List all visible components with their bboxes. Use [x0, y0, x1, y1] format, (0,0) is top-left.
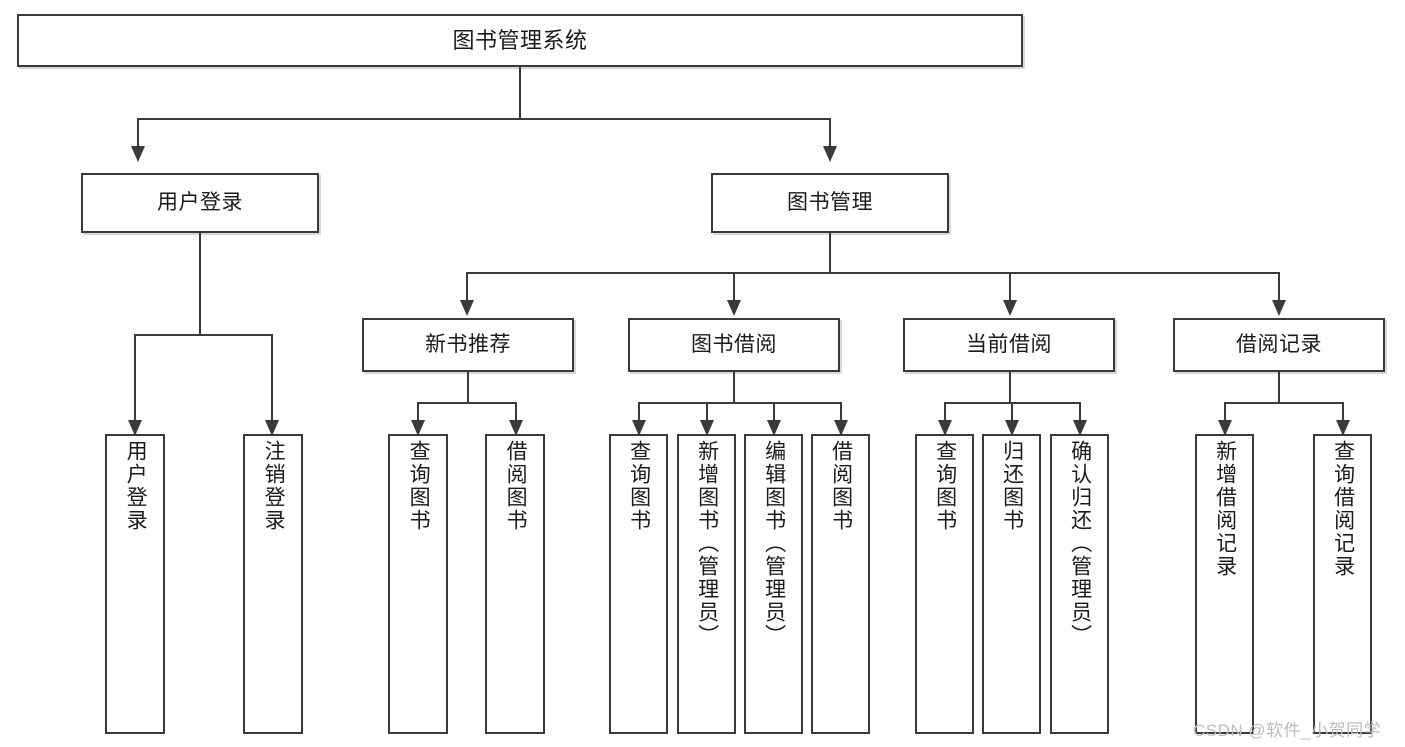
- connector-drop-br-query: [1342, 402, 1344, 420]
- arrow-to-new-book: [460, 300, 474, 316]
- node-label: 图书管理: [787, 190, 873, 214]
- arrow-to-br-query: [1336, 420, 1350, 436]
- leaf-label: 新增图书（管理员）: [695, 440, 719, 647]
- leaf-label: 查询借阅记录: [1331, 440, 1355, 578]
- leaf-label: 借阅图书: [504, 440, 528, 532]
- leaf-bb-borrow-book[interactable]: 借阅图书: [811, 434, 870, 734]
- leaf-bb-query-book[interactable]: 查询图书: [609, 434, 668, 734]
- arrow-to-bb-add: [700, 420, 714, 436]
- connector-drop-cb-confirm: [1079, 402, 1081, 420]
- arrow-to-borrow-record: [1272, 300, 1286, 316]
- node-book-borrow[interactable]: 图书借阅: [628, 318, 840, 372]
- leaf-nb-query-book[interactable]: 查询图书: [388, 434, 448, 734]
- connector-current-borrow-stem: [1009, 372, 1011, 403]
- node-label: 借阅记录: [1236, 332, 1322, 356]
- node-borrow-record[interactable]: 借阅记录: [1173, 318, 1385, 372]
- arrow-to-nb-query: [411, 420, 425, 436]
- node-user-login[interactable]: 用户登录: [81, 173, 319, 233]
- leaf-br-add-record[interactable]: 新增借阅记录: [1195, 434, 1254, 734]
- node-label: 用户登录: [157, 190, 243, 214]
- arrow-to-current-borrow: [1003, 300, 1017, 316]
- connector-drop-nb-borrow: [515, 402, 517, 420]
- connector-root-bus: [137, 118, 831, 120]
- connector-borrow-record-bus: [1224, 402, 1342, 404]
- connector-drop-cb-query: [944, 402, 946, 420]
- connector-drop-leaf-user-login: [134, 334, 136, 420]
- connector-drop-bb-query: [638, 402, 640, 420]
- leaf-label: 归还图书: [1000, 440, 1024, 532]
- arrow-to-cb-confirm: [1073, 420, 1087, 436]
- node-label: 图书借阅: [691, 332, 777, 356]
- connector-book-mgmt-stem: [829, 233, 831, 273]
- leaf-label: 查询图书: [407, 440, 431, 532]
- connector-drop-user-login: [137, 118, 139, 146]
- leaf-label: 查询图书: [627, 440, 651, 532]
- leaf-bb-add-book[interactable]: 新增图书（管理员）: [677, 434, 736, 734]
- arrow-to-cb-return: [1005, 420, 1019, 436]
- arrow-to-nb-borrow: [509, 420, 523, 436]
- connector-new-book-bus: [417, 402, 517, 404]
- connector-drop-br-add: [1224, 402, 1226, 420]
- arrow-to-leaf-logout: [265, 420, 279, 436]
- arrow-to-book-borrow: [727, 300, 741, 316]
- arrow-to-bb-edit: [767, 420, 781, 436]
- leaf-label: 用户登录: [124, 440, 148, 532]
- arrow-to-user-login: [131, 146, 145, 162]
- arrow-to-cb-query: [938, 420, 952, 436]
- connector-user-login-bus: [134, 334, 271, 336]
- connector-book-borrow-stem: [733, 372, 735, 403]
- leaf-label: 借阅图书: [829, 440, 853, 532]
- csdn-watermark: CSDN @软件_小贺同学: [1193, 721, 1382, 740]
- leaf-cb-query-book[interactable]: 查询图书: [915, 434, 974, 734]
- arrow-to-bb-query: [632, 420, 646, 436]
- node-label: 新书推荐: [425, 332, 511, 356]
- connector-drop-cb-return: [1011, 402, 1013, 420]
- node-current-borrow[interactable]: 当前借阅: [903, 318, 1115, 372]
- connector-drop-bb-lend: [840, 402, 842, 420]
- connector-drop-nb-query: [417, 402, 419, 420]
- arrow-to-bb-lend: [834, 420, 848, 436]
- leaf-cb-return-book[interactable]: 归还图书: [982, 434, 1041, 734]
- node-root-system[interactable]: 图书管理系统: [17, 14, 1023, 67]
- leaf-label: 确认归还（管理员）: [1068, 440, 1092, 647]
- leaf-label: 查询图书: [933, 440, 957, 532]
- arrow-to-br-add: [1218, 420, 1232, 436]
- connector-drop-book-borrow: [733, 272, 735, 300]
- leaf-cb-confirm-return[interactable]: 确认归还（管理员）: [1050, 434, 1109, 734]
- leaf-nb-borrow-book[interactable]: 借阅图书: [485, 434, 545, 734]
- connector-book-mgmt-bus: [466, 272, 1280, 274]
- arrow-to-book-mgmt: [823, 146, 837, 162]
- leaf-label: 注销登录: [262, 440, 286, 532]
- connector-drop-current-borrow: [1009, 272, 1011, 300]
- connector-new-book-stem: [467, 372, 469, 403]
- connector-drop-borrow-record: [1278, 272, 1280, 300]
- connector-borrow-record-stem: [1278, 372, 1280, 403]
- leaf-user-login[interactable]: 用户登录: [105, 434, 165, 734]
- leaf-br-query-record[interactable]: 查询借阅记录: [1313, 434, 1372, 734]
- connector-drop-leaf-logout: [271, 334, 273, 420]
- leaf-logout[interactable]: 注销登录: [243, 434, 303, 734]
- connector-root-stem: [519, 67, 521, 119]
- node-new-book-recommend[interactable]: 新书推荐: [362, 318, 574, 372]
- leaf-label: 新增借阅记录: [1213, 440, 1237, 578]
- connector-drop-new-book: [466, 272, 468, 300]
- leaf-label: 编辑图书（管理员）: [762, 440, 786, 647]
- connector-drop-bb-add: [706, 402, 708, 420]
- node-book-management[interactable]: 图书管理: [711, 173, 949, 233]
- arrow-to-leaf-user-login: [128, 420, 142, 436]
- connector-drop-book-mgmt: [829, 118, 831, 146]
- connector-user-login-stem: [199, 233, 201, 335]
- node-label: 当前借阅: [966, 332, 1052, 356]
- leaf-bb-edit-book[interactable]: 编辑图书（管理员）: [744, 434, 803, 734]
- node-label: 图书管理系统: [452, 27, 588, 53]
- connector-book-borrow-bus: [638, 402, 841, 404]
- connector-drop-bb-edit: [773, 402, 775, 420]
